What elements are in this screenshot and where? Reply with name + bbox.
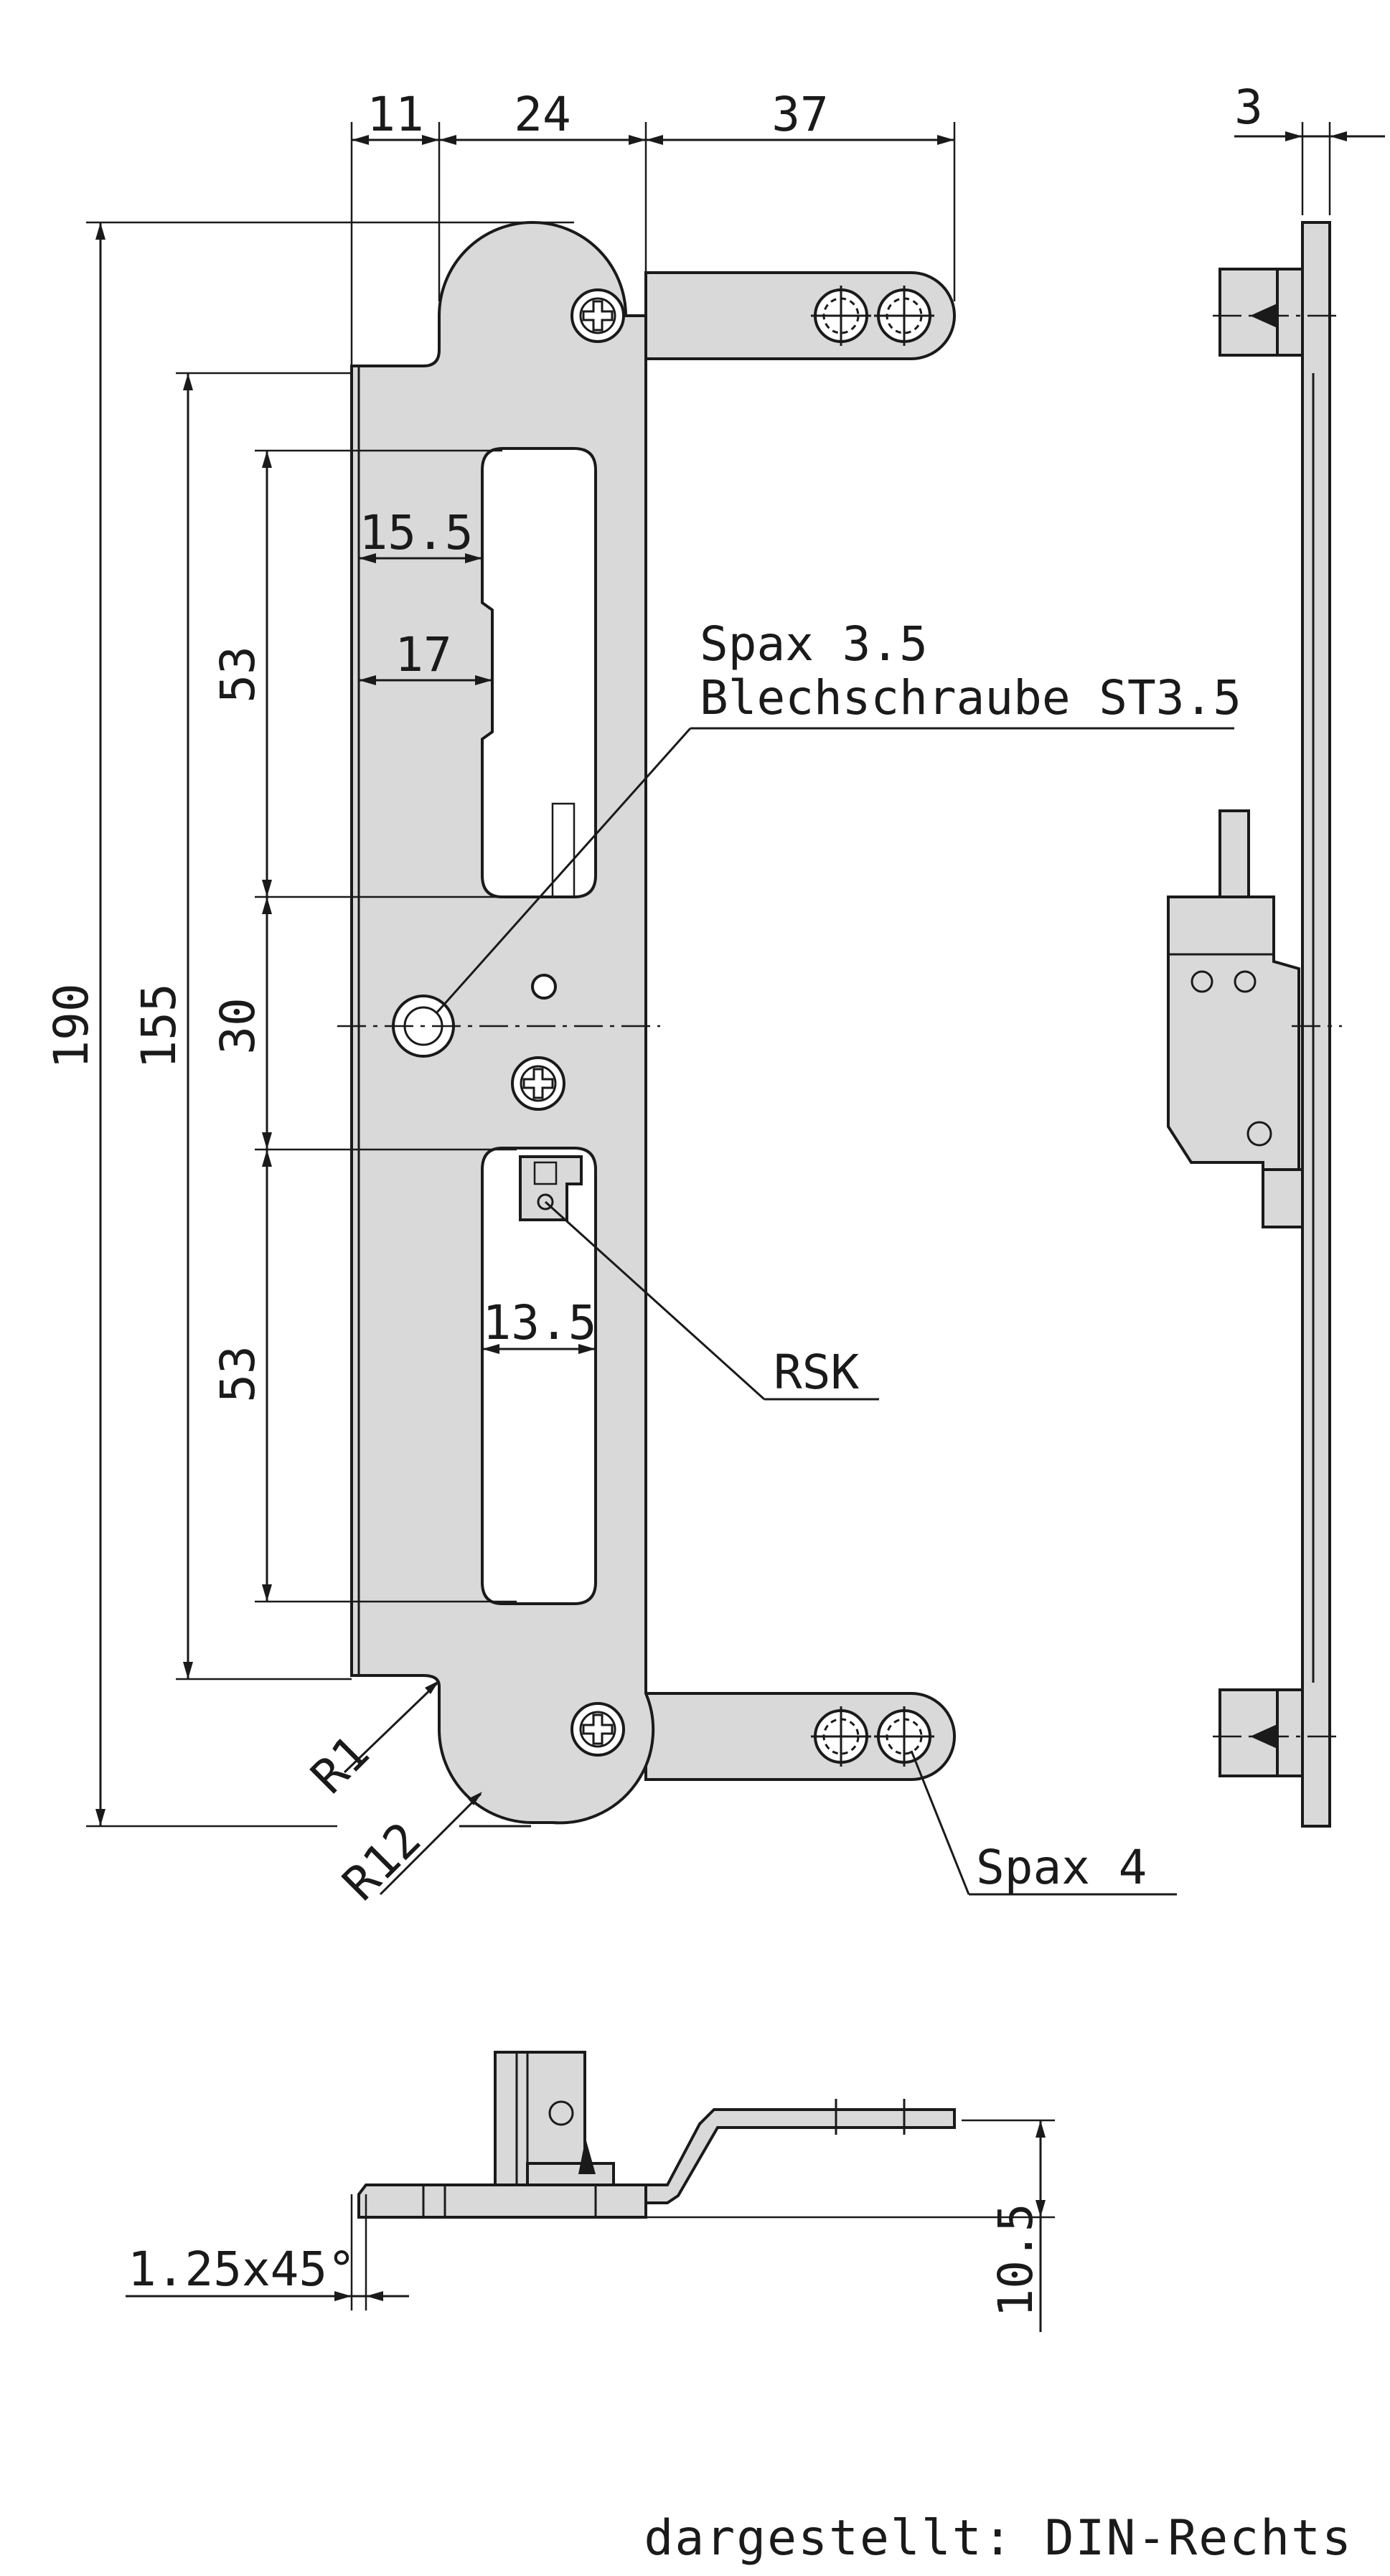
side-bolt	[1218, 809, 1250, 898]
dim-11: 11	[367, 87, 423, 142]
dim-13-5: 13.5	[483, 1295, 597, 1350]
rsk-notch	[533, 1161, 558, 1185]
dim-15-5: 15.5	[360, 505, 474, 560]
dim-24: 24	[514, 87, 570, 142]
upper-arm	[644, 271, 956, 360]
dim-3: 3	[1234, 80, 1263, 135]
dimension-labels: 11 24 37 3 190 155 53 30 53 15.5 17 13.5…	[44, 80, 1263, 2317]
callout-rsk: RSK	[774, 1345, 859, 1400]
dimension-lines	[86, 122, 1234, 1896]
dim-190: 190	[44, 983, 99, 1068]
upper-slot-bolt	[551, 802, 576, 898]
dim-chamfer: 1.25x45°	[128, 2242, 356, 2297]
upper-slot	[481, 447, 597, 898]
dim-53-upper: 53	[210, 646, 266, 702]
bottom-view	[126, 2051, 1055, 2332]
bottom-plate	[357, 2184, 647, 2219]
dim-17: 17	[395, 627, 451, 682]
drawing-caption: dargestellt: DIN-Rechts	[644, 2510, 1353, 2567]
bottom-screw-icon	[570, 1702, 625, 1757]
dim-r1: R1	[301, 1725, 380, 1805]
dim-30: 30	[210, 997, 266, 1054]
small-hole	[531, 974, 557, 1000]
dim-r12: R12	[332, 1812, 432, 1912]
rsk-pin	[537, 1193, 554, 1211]
callout-labels: Spax 3.5 Blechschraube ST3.5 RSK Spax 4	[700, 616, 1241, 1895]
callout-spax-4: Spax 4	[976, 1840, 1147, 1895]
dim-10-5: 10.5	[988, 2204, 1043, 2318]
lower-arm	[644, 1692, 956, 1781]
callout-blechschraube: Blechschraube ST3.5	[700, 670, 1241, 725]
bottom-arm	[644, 2108, 956, 2204]
top-screw-icon	[570, 288, 625, 343]
side-lock-foot	[1262, 1168, 1304, 1228]
side-lock-body	[1167, 896, 1300, 1178]
front-view	[337, 221, 956, 1825]
side-view	[1167, 122, 1385, 1828]
lower-slot	[481, 1147, 597, 1605]
dim-155: 155	[131, 983, 187, 1068]
dim-37: 37	[771, 87, 828, 142]
center-screw-icon	[511, 1056, 565, 1111]
side-plate	[1301, 221, 1331, 1828]
callout-spax-3-5: Spax 3.5	[700, 616, 928, 672]
dim-53-lower: 53	[210, 1345, 266, 1402]
